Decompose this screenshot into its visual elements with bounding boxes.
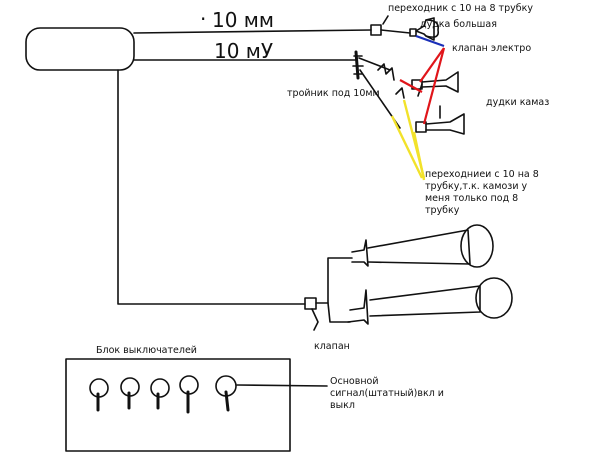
switch-block-label: Блок выключателей [96,345,197,356]
receiver-box [25,27,135,71]
valve-electro-label: клапан электро [452,43,531,54]
switch-2-icon [120,377,140,410]
red-wire-3 [399,79,423,93]
tee-label: тройник под 10мм [287,88,380,99]
switch-4-icon [179,375,199,414]
red-wire-1 [419,47,445,83]
adapter-label: переходник с 10 на 8 трубку [388,3,533,14]
valve-bottom [304,297,317,310]
tube-mark: · [200,7,206,31]
horn-big-icon [409,17,440,41]
horn-kamaz-lower-icon [415,105,465,135]
adapter-top [370,24,382,36]
tube-label-10mm: 10 мм [212,8,274,32]
yellow-line-3 [390,115,424,179]
main-signal-note: Основной сигнал(штатный)вкл и выкл [330,376,447,411]
switch-1-icon [89,378,109,412]
horn-bottom-lower-icon [347,277,513,325]
switch-5-icon [215,375,237,412]
horn-big-label: дудка большая [420,19,497,30]
switch-block-box [65,358,291,452]
air-line-top [133,29,372,34]
red-wire-2 [422,47,446,125]
horns-kamaz-label: дудки камаз [486,97,549,108]
yellow-line-2 [412,131,426,181]
adapters-note: переходниеи с 10 на 8 трубку,т.к. камози… [425,169,542,216]
switch-3-icon [150,378,170,410]
tube-label-10mu: 10 мУ [214,39,273,63]
switch-leader-line [236,384,328,387]
blue-wire [415,34,445,48]
air-line-down [117,69,306,305]
horn-bottom-upper-icon [351,224,494,268]
valve-label: клапан [314,341,350,352]
